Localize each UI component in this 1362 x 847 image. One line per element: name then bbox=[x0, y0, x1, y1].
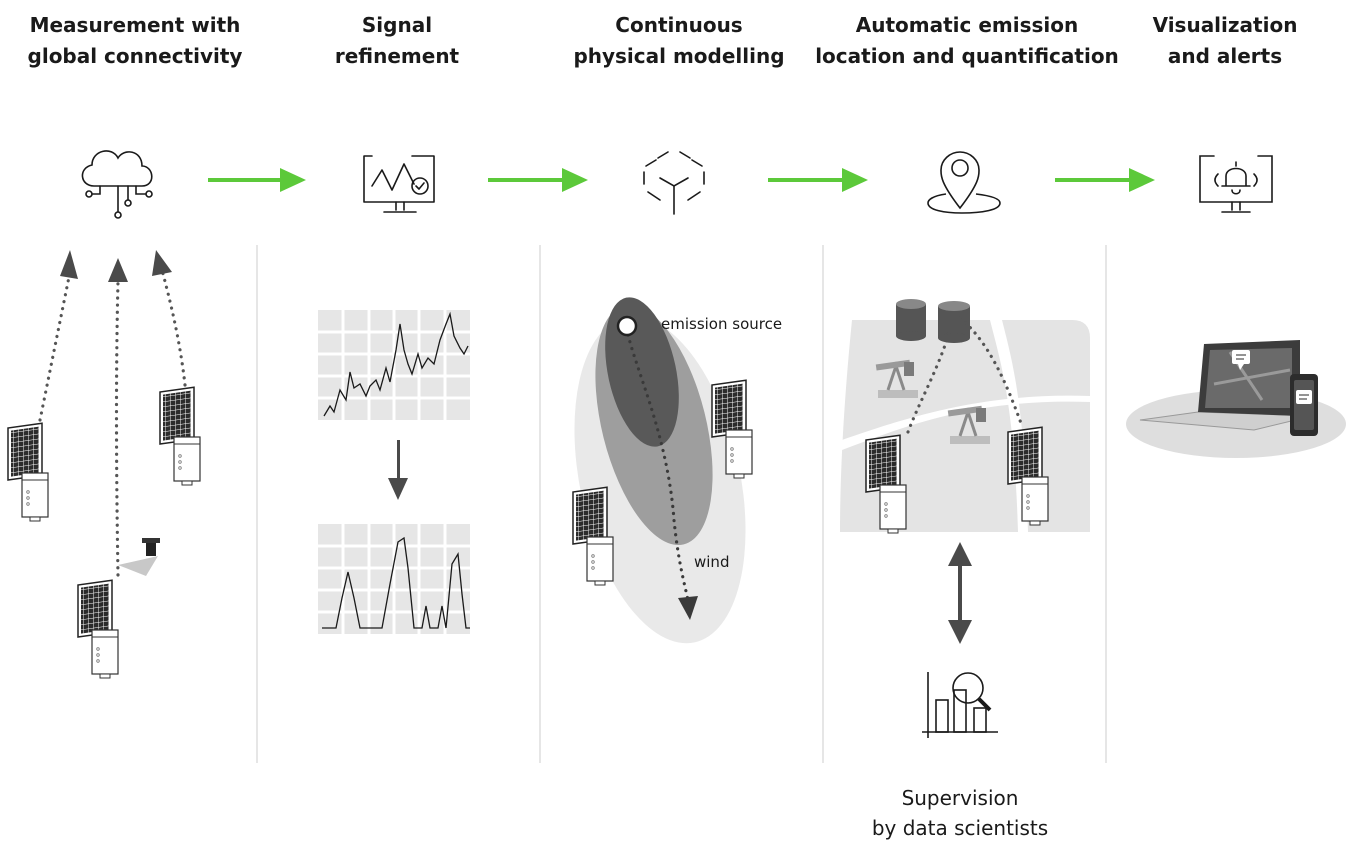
uplink-arrowheads bbox=[60, 250, 172, 282]
monitor-signal-check-icon bbox=[363, 155, 435, 213]
solar-sensor-unit bbox=[572, 486, 614, 586]
monitor-bell-icon bbox=[1199, 155, 1273, 213]
stage-heading-line: Continuous bbox=[615, 13, 743, 37]
process-arrow bbox=[208, 168, 306, 192]
weather-station bbox=[118, 538, 160, 576]
process-arrow bbox=[768, 168, 868, 192]
stage-heading-line: location and quantification bbox=[815, 44, 1119, 68]
wind-path bbox=[626, 333, 690, 602]
process-arrow bbox=[488, 168, 588, 192]
stage-heading-physical-modelling: Continuous physical modelling bbox=[544, 10, 814, 72]
stage-heading-line: physical modelling bbox=[573, 44, 785, 68]
refined-signal-chart bbox=[316, 522, 472, 636]
emission-plume bbox=[574, 297, 746, 644]
source-trace-paths bbox=[906, 316, 1024, 434]
sensor-uplink-paths bbox=[38, 268, 187, 577]
stage-heading-line: Signal bbox=[361, 13, 433, 37]
cloud-network-icon bbox=[81, 150, 153, 219]
column-divider bbox=[256, 245, 1107, 763]
storage-tank bbox=[896, 299, 926, 341]
supervision-caption-line: Supervision bbox=[901, 786, 1019, 810]
refine-arrow bbox=[388, 440, 408, 500]
stage-heading-line: global connectivity bbox=[27, 44, 243, 68]
site-map bbox=[840, 320, 1090, 532]
supervision-arrow bbox=[948, 542, 972, 644]
stage-heading-visualization: Visualization and alerts bbox=[1090, 10, 1360, 72]
location-pin-icon bbox=[927, 151, 1001, 214]
raw-signal-chart bbox=[316, 308, 472, 422]
chart-magnifier-icon bbox=[922, 672, 998, 738]
stage-heading-line: Automatic emission bbox=[855, 13, 1079, 37]
stage-heading-signal-refinement: Signal refinement bbox=[262, 10, 532, 72]
smartphone-illustration bbox=[1290, 374, 1318, 436]
emission-source-label: emission source bbox=[661, 315, 782, 333]
supervision-caption-line: by data scientists bbox=[871, 816, 1049, 840]
stage-heading-line: Visualization bbox=[1152, 13, 1298, 37]
stage-heading-line: refinement bbox=[334, 44, 460, 68]
cube-outline-icon bbox=[643, 151, 705, 215]
wind-arrowhead bbox=[678, 596, 698, 620]
solar-sensor-unit bbox=[77, 579, 119, 679]
wind-label: wind bbox=[694, 553, 729, 571]
solar-sensor-unit bbox=[159, 386, 201, 486]
stage-heading-measurement: Measurement with global connectivity bbox=[0, 10, 270, 72]
solar-sensor-unit bbox=[7, 422, 49, 522]
emission-source-marker bbox=[616, 315, 638, 337]
process-arrow bbox=[1055, 168, 1155, 192]
stage-heading-emission-location: Automatic emission location and quantifi… bbox=[812, 10, 1122, 72]
supervision-caption: Supervision by data scientists bbox=[820, 783, 1100, 843]
stage-heading-line: and alerts bbox=[1167, 44, 1283, 68]
stage-heading-line: Measurement with bbox=[29, 13, 241, 37]
